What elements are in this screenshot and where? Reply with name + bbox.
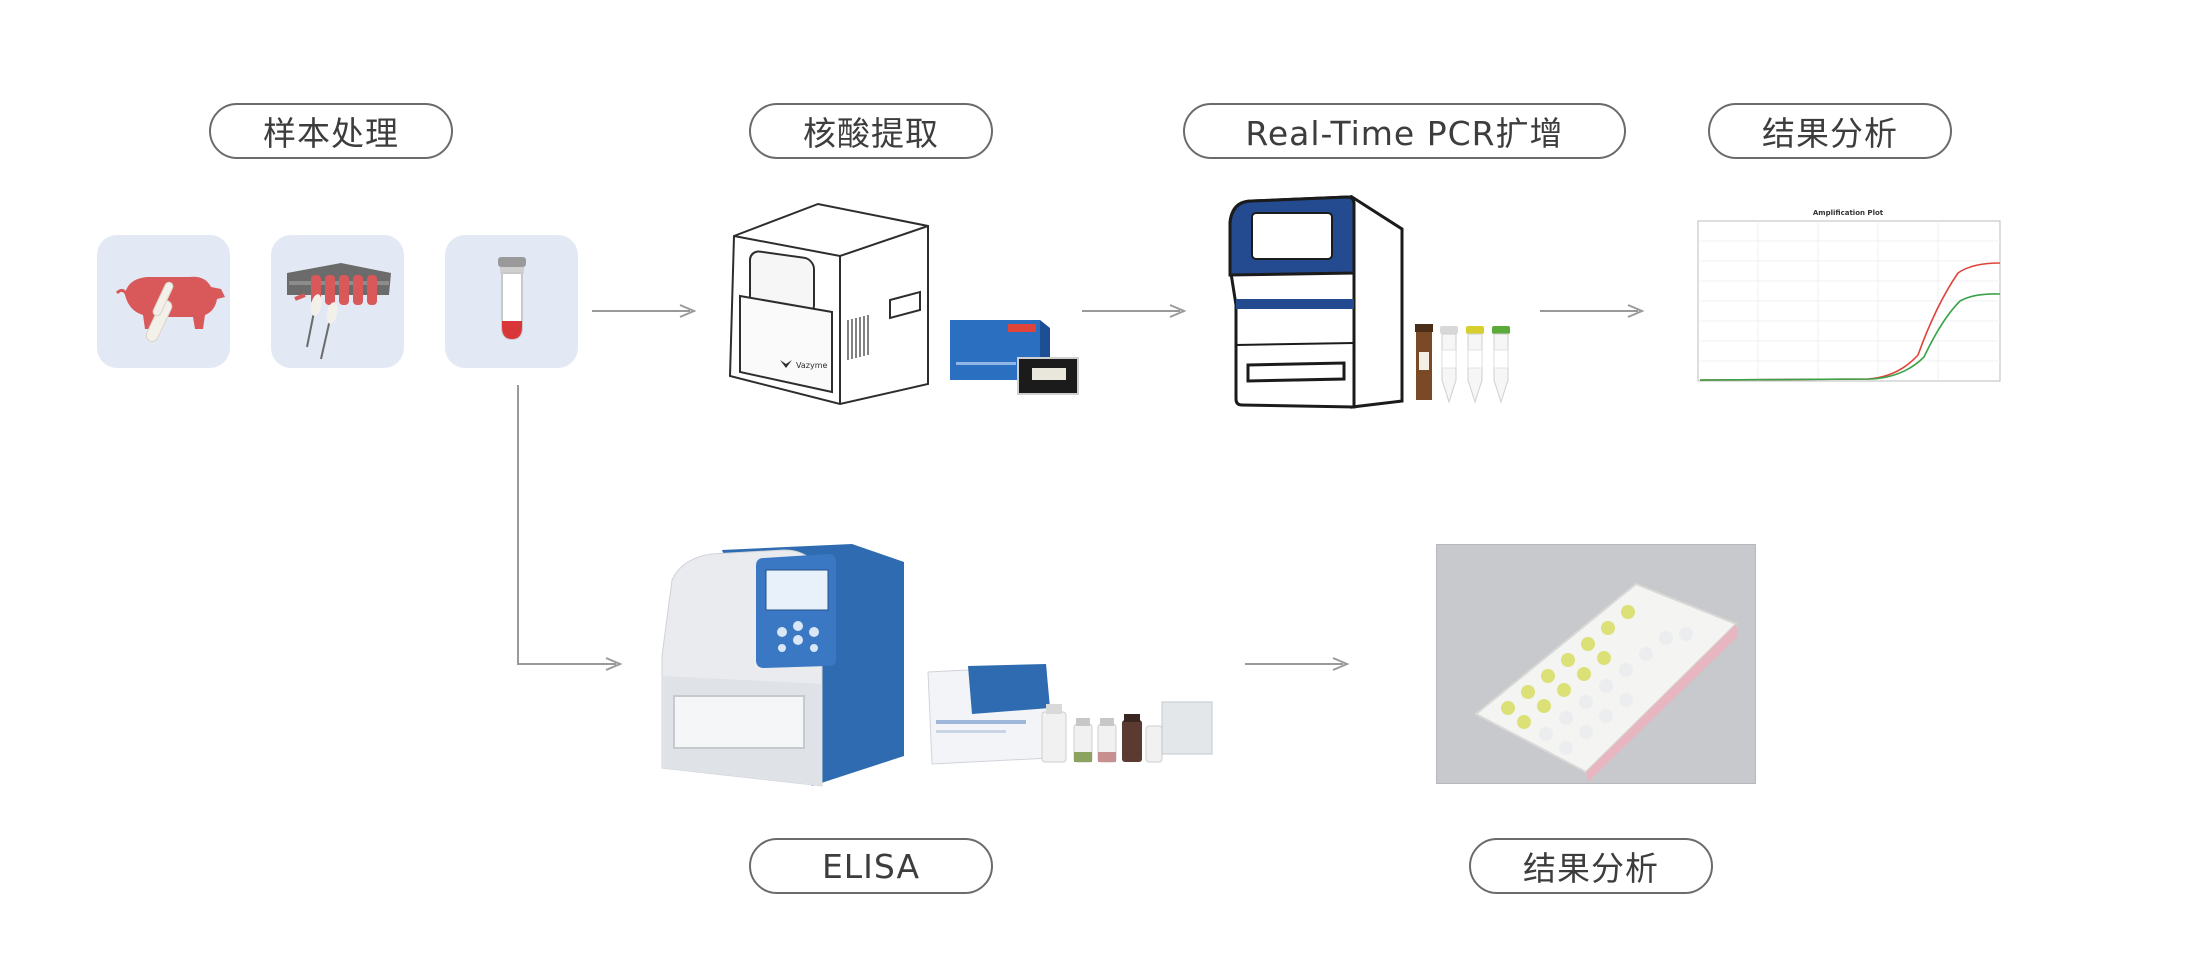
green-amplification-curve (1699, 293, 2001, 381)
pcr-instrument (1228, 195, 1404, 409)
step-pcr-amplification: Real-Time PCR扩增 (1183, 103, 1626, 159)
plate-drawer (673, 695, 805, 749)
arrow-to-pcr-head (1169, 304, 1187, 318)
green-tube-icon (1492, 326, 1510, 404)
microplate-icon (1161, 701, 1213, 755)
pig-sample-tile (97, 235, 230, 368)
step-nucleic-acid-extraction: 核酸提取 (749, 103, 993, 159)
reagent-bottles-icon (1041, 704, 1163, 763)
reader-screen-icon (765, 569, 829, 611)
arrow-to-extraction-head (679, 304, 697, 318)
pig-swab-icon (115, 276, 225, 343)
yellow-tube-icon (1466, 326, 1484, 404)
extraction-instrument: Vazyme (728, 202, 929, 406)
elisa-result-plate (1436, 544, 1756, 784)
step-elisa-result-analysis: 结果分析 (1469, 838, 1713, 894)
arrow-to-pcr-result-head (1627, 304, 1645, 318)
arrow-to-elisa-result-head (1332, 657, 1350, 671)
tissue-swab-icon (287, 263, 391, 360)
tissue-sample-tile (271, 235, 404, 368)
blood-tube-icon (498, 257, 526, 341)
elisa-reader (661, 544, 904, 787)
step-sample-processing: 样本处理 (209, 103, 453, 159)
arrow-to-elisa-head (605, 657, 623, 671)
pcr-reagent-tubes (1415, 324, 1510, 404)
blood-sample-tile (445, 235, 578, 368)
pcr-screen-icon (1251, 212, 1333, 260)
extraction-kit (950, 320, 1079, 395)
arrow-to-elisa (517, 385, 616, 665)
instrument-logo-text: Vazyme (796, 361, 827, 370)
step-pcr-result-analysis: 结果分析 (1708, 103, 1952, 159)
red-amplification-curve (1699, 262, 2001, 381)
plot-title: Amplification Plot (1813, 209, 1884, 217)
elisa-kit (927, 664, 1213, 765)
step-elisa: ELISA (749, 838, 993, 894)
white-tube-icon (1440, 326, 1458, 404)
amplification-plot: Amplification Plot (1697, 209, 2001, 382)
vazyme-logo-icon (780, 360, 792, 368)
